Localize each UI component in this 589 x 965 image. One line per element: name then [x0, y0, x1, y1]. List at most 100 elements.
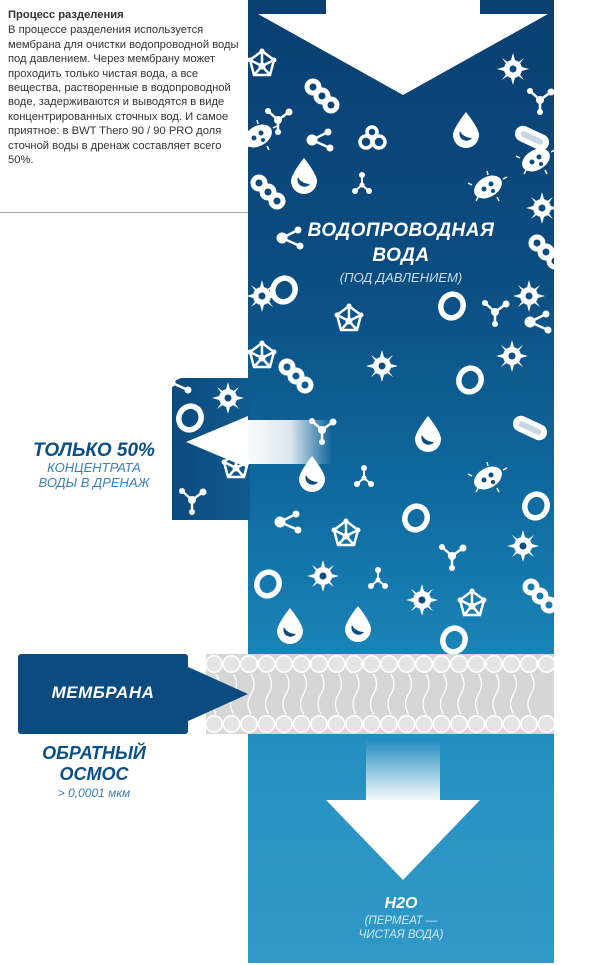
membrane-fiber — [474, 673, 483, 715]
drain-sub-line1: КОНЦЕНТРАТА — [47, 460, 141, 475]
ring-icon — [401, 502, 431, 533]
membrane-fiber — [439, 673, 448, 715]
membrane-fiber — [457, 673, 465, 715]
crystal-icon — [456, 587, 488, 617]
chain-icon — [281, 361, 311, 391]
feed-title: ВОДОПРОВОДНАЯ ВОДА — [248, 218, 554, 268]
permeate-sub-line2: ЧИСТАЯ ВОДА) — [358, 929, 444, 941]
chain-icon — [253, 177, 283, 207]
ring-icon — [437, 290, 467, 321]
molecule-icon — [437, 542, 468, 573]
membrane-pore — [484, 714, 503, 733]
water-drop-icon — [345, 606, 371, 642]
membrane-pore — [274, 654, 293, 673]
membrane-pore — [309, 714, 328, 733]
membrane-pore — [257, 654, 276, 673]
membrane-fiber — [352, 673, 360, 715]
membrane-fiber — [282, 673, 290, 715]
feed-title-line2: ВОДА — [372, 245, 430, 266]
membrane-pore — [222, 714, 241, 733]
virus-icon — [507, 530, 539, 562]
membrane-pore — [344, 714, 363, 733]
ring-icon — [455, 364, 485, 395]
membrane-pore — [502, 654, 521, 673]
membrane-pore — [309, 654, 328, 673]
inflow-arrow — [258, 0, 548, 95]
membrane-pore — [362, 714, 381, 733]
membrane-pore — [292, 714, 311, 733]
pill-icon — [512, 123, 552, 153]
membrane-fiber — [404, 673, 413, 715]
membrane-fiber — [387, 673, 395, 715]
membrane-pore — [205, 654, 224, 673]
membrane-pore — [467, 654, 486, 673]
intro-body: В процессе разделения используется мембр… — [8, 24, 239, 167]
water-drop-icon — [453, 112, 479, 148]
feed-subtitle: (ПОД ДАВЛЕНИЕМ) — [339, 270, 463, 285]
membrane-pore — [467, 714, 486, 733]
virus-icon — [406, 584, 438, 616]
drain-sub-line2: ВОДЫ В ДРЕНАЖ — [38, 475, 150, 490]
molecule-icon — [367, 566, 389, 590]
membrane-pore — [414, 714, 433, 733]
membrane-pore — [257, 714, 276, 733]
water-drop-icon — [277, 608, 303, 644]
water-drop-icon — [415, 416, 441, 452]
molecule-icon — [480, 298, 511, 329]
membrane-pore — [502, 714, 521, 733]
drain-arrow-head — [186, 416, 248, 468]
bacteria-icon — [248, 119, 278, 153]
molecule-icon — [273, 509, 303, 535]
water-drop-icon — [291, 158, 317, 194]
membrane-pore — [519, 654, 538, 673]
crystal-icon — [333, 302, 365, 332]
divider — [0, 212, 248, 213]
membrane-pore — [344, 654, 363, 673]
intro-text: Процесс разделения В процессе разделения… — [8, 8, 240, 167]
permeate-subtitle: (ПЕРМЕАТ — ЧИСТАЯ ВОДА) — [248, 914, 554, 942]
ro-title-line2: ОСМОС — [59, 764, 129, 784]
membrane-fiber — [317, 673, 325, 715]
pill-icon — [510, 413, 550, 443]
ring-icon — [521, 490, 551, 521]
membrane-pore — [362, 654, 381, 673]
molecule-icon — [177, 486, 208, 517]
membrane-fiber — [264, 673, 273, 715]
membrane-pore — [292, 654, 311, 673]
permeate-sub-line1: (ПЕРМЕАТ — — [364, 915, 438, 927]
membrane-fiber — [509, 673, 518, 715]
bacteria-icon — [467, 170, 508, 204]
virus-icon — [497, 53, 529, 85]
molecule-icon — [305, 127, 335, 153]
intro-title: Процесс разделения — [8, 9, 124, 21]
membrane-fiber — [247, 673, 255, 715]
membrane-tag-tip — [186, 666, 248, 722]
crystal-icon — [248, 339, 278, 369]
membrane-pore — [449, 714, 468, 733]
membrane-pore — [432, 714, 451, 733]
membrane-pore — [397, 654, 416, 673]
membrane-pore — [414, 654, 433, 673]
membrane-pore — [484, 654, 503, 673]
permeate-arrow-shaft — [366, 740, 440, 800]
membrane-pore — [537, 654, 556, 673]
membrane-pore — [240, 714, 259, 733]
virus-icon — [212, 382, 244, 414]
membrane-fiber — [492, 673, 500, 715]
membrane-pore — [222, 654, 241, 673]
membrane-pore — [327, 654, 346, 673]
virus-icon — [496, 340, 528, 372]
ro-title-line1: ОБРАТНЫЙ — [42, 743, 146, 763]
permeate-arrow-head — [326, 800, 480, 880]
membrane-fiber — [369, 673, 378, 715]
bubbles-icon — [358, 125, 387, 150]
membrane-tag — [18, 654, 188, 734]
virus-icon — [366, 350, 398, 382]
molecule-icon — [172, 378, 193, 395]
bacteria-icon — [467, 461, 508, 495]
membrane-fiber — [299, 673, 308, 715]
ro-pore-size: > 0,0001 мкм — [57, 786, 131, 800]
ring-icon — [175, 402, 205, 433]
membrane-fiber — [334, 673, 343, 715]
